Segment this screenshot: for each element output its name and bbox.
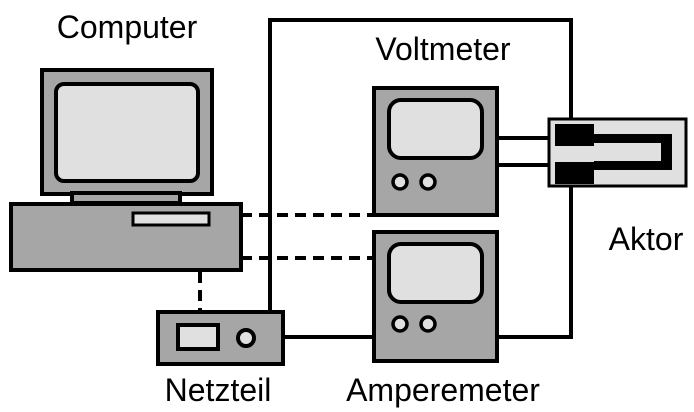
computer (9, 68, 243, 272)
power-supply-label: Netzteil (165, 372, 272, 408)
actuator-label: Aktor (609, 221, 684, 257)
monitor-stand (70, 191, 182, 205)
wire-actuator-to-ammeter (497, 185, 573, 339)
actuator-terminal-top (555, 124, 594, 146)
monitor-screen (54, 82, 200, 183)
voltmeter-display (387, 98, 484, 160)
voltmeter-knob-right (419, 173, 437, 191)
ammeter-knob-left (391, 315, 409, 333)
power-supply-display (176, 323, 220, 351)
drive-slot (131, 211, 211, 227)
actuator (547, 117, 688, 188)
voltmeter (372, 86, 499, 217)
voltmeter-label: Voltmeter (375, 31, 511, 67)
power-supply-knob (236, 328, 256, 348)
wiring (268, 18, 573, 339)
ammeter-display (387, 242, 484, 304)
actuator-terminal-bottom (555, 162, 594, 184)
power-supply (156, 310, 285, 366)
computer-label: Computer (57, 9, 198, 45)
actuator-u-element (594, 134, 672, 170)
ammeter-knob-right (419, 315, 437, 333)
ammeter-label: Amperemeter (346, 372, 540, 408)
voltmeter-knob-left (391, 173, 409, 191)
ammeter (372, 230, 499, 363)
data-links (198, 213, 374, 312)
wire-supply-to-actuator (268, 18, 573, 312)
